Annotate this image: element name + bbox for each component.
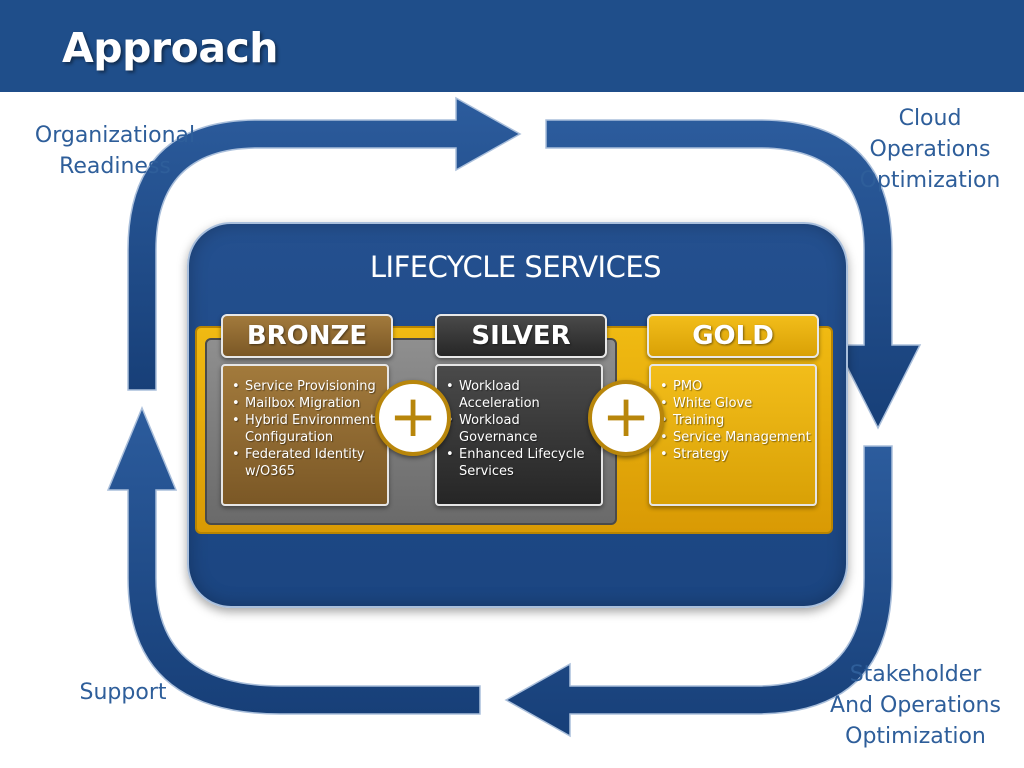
list-item: Mailbox Migration — [232, 395, 383, 412]
panel-title: LIFECYCLE SERVICES — [369, 250, 662, 284]
list-item: Hybrid Environment Configuration — [232, 412, 383, 446]
tier-header-bronze: BRONZE — [221, 314, 393, 358]
tier-box-gold: PMO White Glove Training Service Managem… — [649, 364, 817, 506]
label-stakeholder-operations: Stakeholder And Operations Optimization — [830, 662, 1001, 749]
title-bar: Approach — [0, 0, 1024, 92]
gold-list: PMO White Glove Training Service Managem… — [651, 366, 815, 463]
list-item: PMO — [660, 378, 811, 395]
slide-title: Approach — [62, 24, 278, 72]
list-item: Training — [660, 412, 811, 429]
label-support: Support — [79, 680, 167, 705]
label-organizational-readiness: Organizational Readiness — [34, 123, 196, 179]
plus-icon-silver-gold: + — [588, 380, 664, 456]
tier-header-gold: GOLD — [647, 314, 819, 358]
tier-box-silver: Workload Acceleration Workload Governanc… — [435, 364, 603, 506]
arrow-cloud — [545, 119, 922, 430]
tier-header-silver: SILVER — [435, 314, 607, 358]
arrow-readiness — [127, 96, 522, 391]
bronze-list: Service Provisioning Mailbox Migration H… — [223, 366, 387, 480]
list-item: Service Management — [660, 429, 811, 446]
list-item: White Glove — [660, 395, 811, 412]
list-item: Federated Identity w/O365 — [232, 446, 383, 480]
plus-icon-bronze-silver: + — [375, 380, 451, 456]
arrow-support — [106, 406, 481, 715]
list-item: Enhanced Lifecycle Services — [446, 446, 597, 480]
list-item: Workload Governance — [446, 412, 597, 446]
label-cloud-operations: Cloud Operations Optimization — [859, 106, 1001, 193]
list-item: Service Provisioning — [232, 378, 383, 395]
list-item: Strategy — [660, 446, 811, 463]
silver-list: Workload Acceleration Workload Governanc… — [437, 366, 601, 480]
arrow-stakeholder — [504, 445, 893, 738]
list-item: Workload Acceleration — [446, 378, 597, 412]
tier-box-bronze: Service Provisioning Mailbox Migration H… — [221, 364, 389, 506]
